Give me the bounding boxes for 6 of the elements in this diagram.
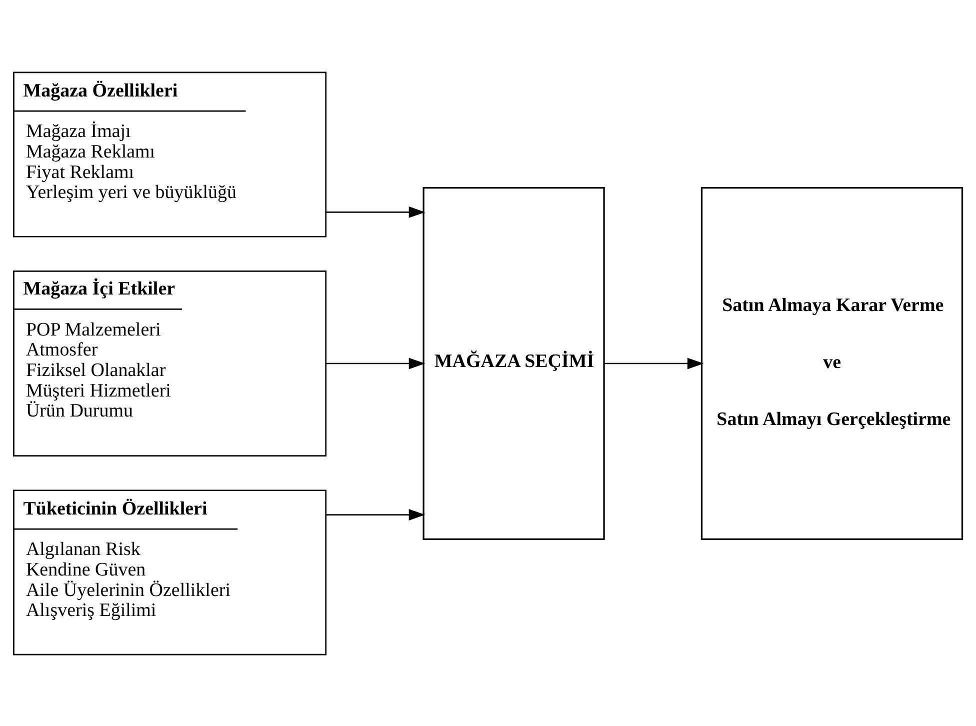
arrow	[326, 357, 426, 369]
arrow	[326, 508, 426, 520]
node-box: Satın Almaya Karar Verme ve Satın Almayı Gerçekleştirme	[700, 186, 964, 540]
arrow	[604, 357, 704, 369]
arrow	[326, 206, 426, 218]
node-box: MAĞAZA SEÇİMİ	[422, 186, 605, 540]
